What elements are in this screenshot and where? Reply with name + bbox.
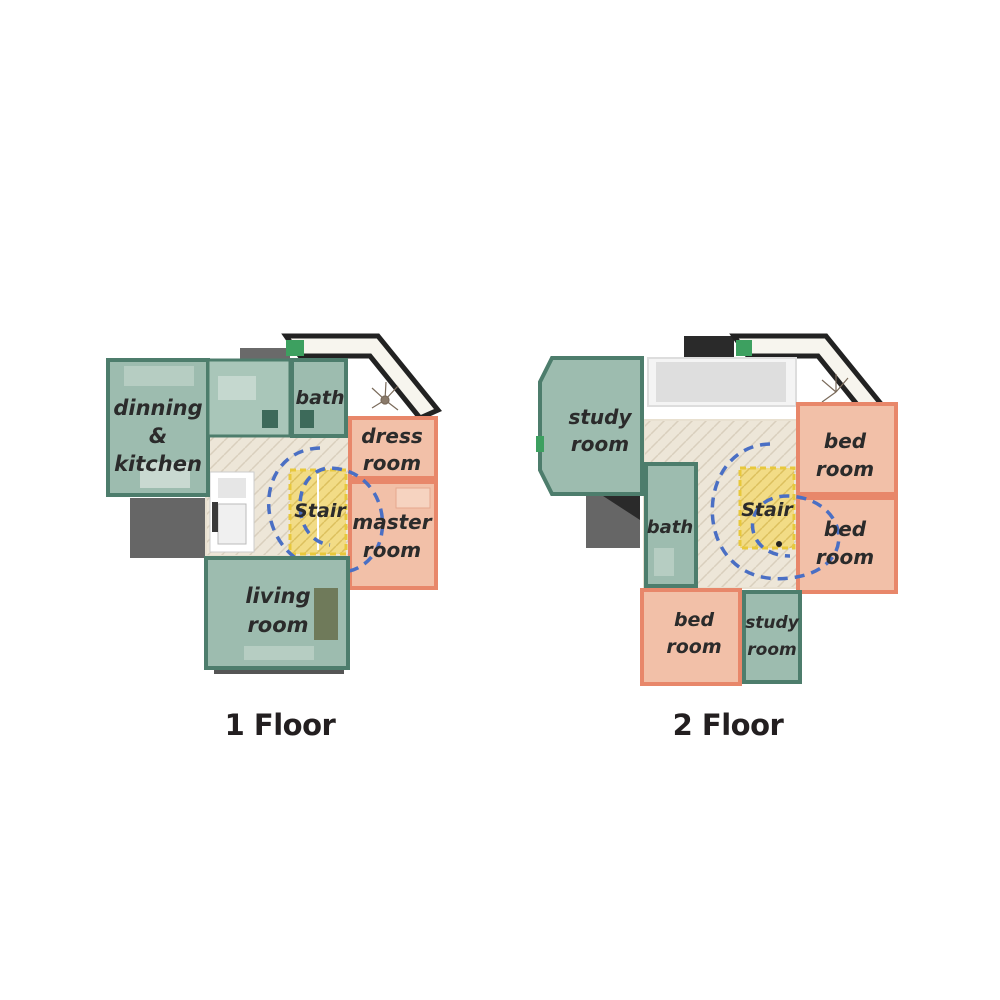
- label-study-2-room: room: [747, 640, 796, 660]
- door-accent: [286, 340, 304, 356]
- tv-console: [244, 646, 314, 660]
- circulation-path: [710, 442, 841, 581]
- label-study-2: study: [745, 613, 800, 633]
- cabinet-shelf: [217, 503, 247, 545]
- label-master: master: [352, 510, 432, 534]
- floor-1-caption: 1 Floor: [224, 708, 336, 742]
- label-bath: bath: [647, 517, 693, 538]
- cabinet-shelf: [218, 478, 246, 498]
- door-accent: [736, 340, 752, 356]
- fixture: [654, 548, 674, 576]
- label-bed-3-room: room: [666, 636, 721, 658]
- label-kitchen: kitchen: [114, 452, 202, 476]
- label-bath: bath: [295, 387, 344, 409]
- room-bed-1: [796, 402, 898, 496]
- table: [140, 462, 190, 488]
- sofa: [314, 588, 338, 640]
- appliance: [212, 502, 218, 532]
- counter: [124, 366, 194, 386]
- label-stair: Stair: [294, 500, 347, 522]
- void-panel: [656, 362, 786, 402]
- label-bed-2-room: room: [816, 545, 874, 569]
- label-bed-1-room: room: [816, 457, 874, 481]
- label-living: living: [245, 584, 310, 608]
- floor-1-plan: dinning & kitchen bath dress room Stair …: [106, 333, 442, 674]
- exterior-mass: [600, 494, 640, 520]
- counter: [218, 376, 256, 400]
- appliance: [262, 410, 278, 428]
- label-study-1-room: room: [571, 432, 629, 456]
- room-bed-3: [640, 588, 742, 686]
- label-dress-room: room: [363, 451, 421, 475]
- exterior-mass: [240, 348, 290, 360]
- label-ampersand: &: [149, 424, 167, 448]
- circulation-path: [266, 446, 385, 574]
- label-master-room: room: [363, 538, 421, 562]
- label-dinning: dinning: [113, 396, 202, 420]
- label-stair: Stair: [741, 499, 794, 521]
- fixture: [300, 410, 314, 428]
- label-study-1: study: [568, 405, 632, 429]
- label-dress: dress: [361, 424, 423, 448]
- floor-2-plan: study room bed room Stair bath bed room …: [536, 333, 898, 686]
- label-bed-1: bed: [824, 429, 867, 453]
- label-bed-2: bed: [824, 517, 867, 541]
- label-bed-3: bed: [674, 609, 714, 631]
- exterior-mass: [684, 336, 734, 358]
- room-dress: [348, 416, 438, 480]
- floor-2-caption: 2 Floor: [672, 708, 784, 742]
- stair: [738, 466, 796, 550]
- tree-icon: [821, 374, 849, 403]
- window-accent: [536, 436, 544, 452]
- bed-furniture: [395, 487, 431, 509]
- label-living-room: room: [247, 613, 308, 637]
- room-study-1: [538, 356, 644, 496]
- exterior-mass: [130, 498, 206, 558]
- exterior-mass: [214, 668, 344, 674]
- room-study-2: [742, 590, 802, 684]
- stair-marker: [776, 541, 782, 547]
- room-bed-2: [796, 496, 898, 594]
- tree-icon: [371, 381, 399, 411]
